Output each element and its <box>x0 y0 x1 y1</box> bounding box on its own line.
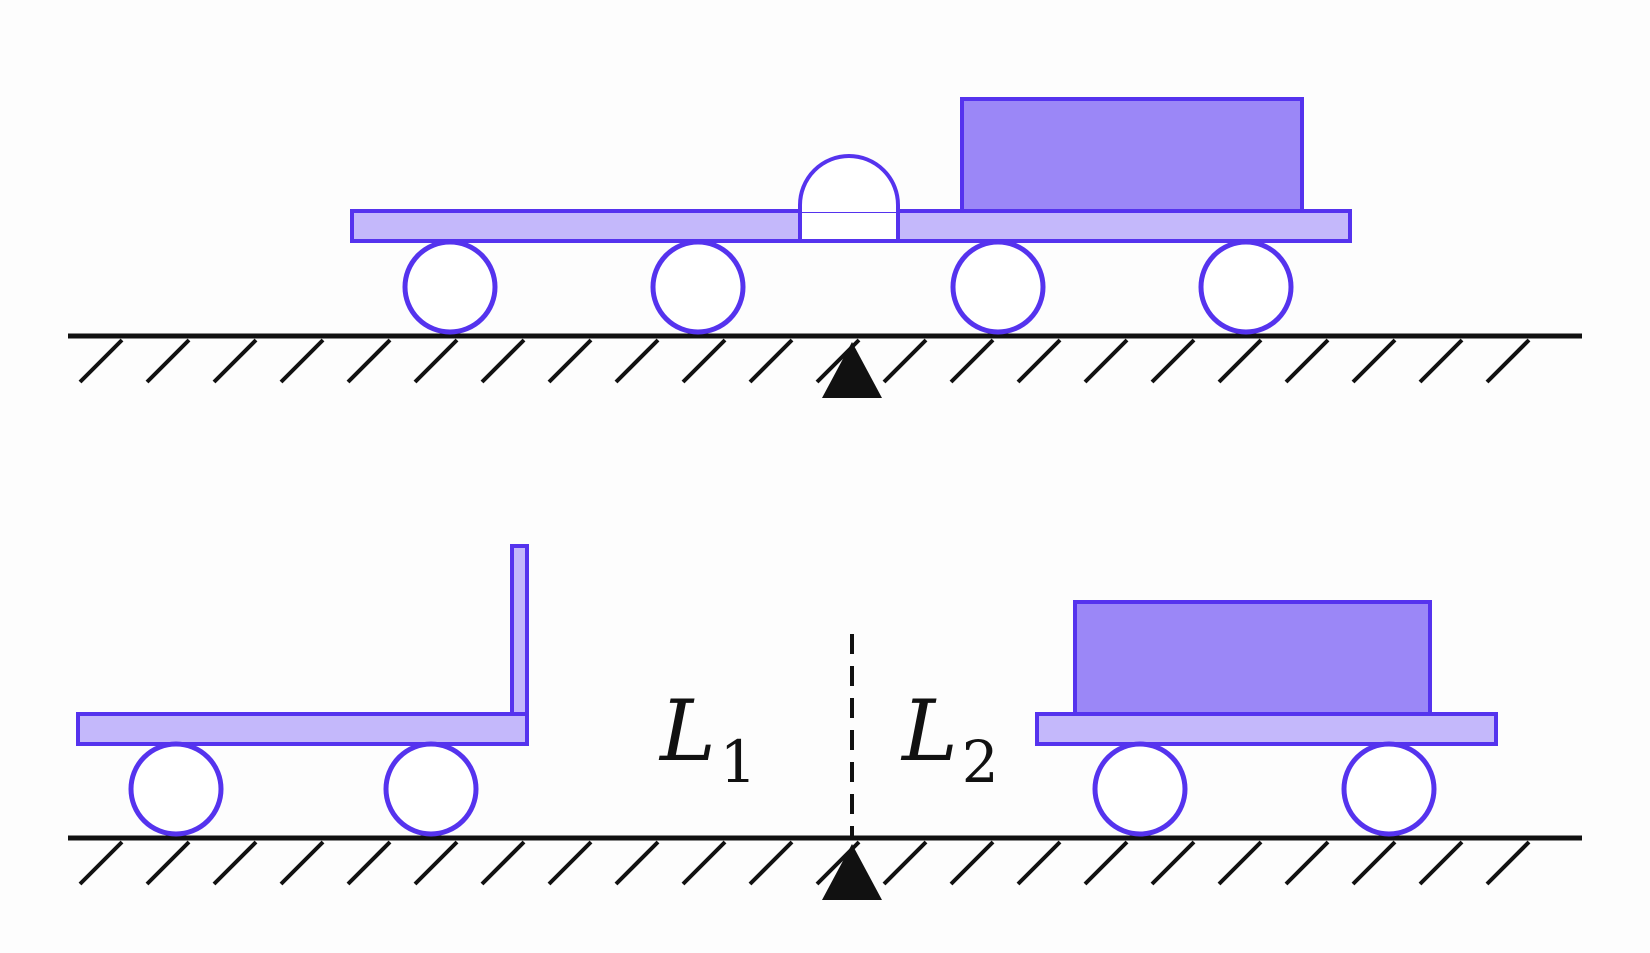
bottom-ground-hatching <box>78 840 1531 886</box>
label-l2: L2 <box>900 682 999 796</box>
bottom-ground-hatching-stroke-6 <box>413 840 459 886</box>
bottom-ground-hatching-stroke-18 <box>1217 840 1263 886</box>
label-l2-main: L <box>900 682 958 780</box>
top-ground-hatching-stroke-14 <box>949 338 995 384</box>
bottom-ground-hatching-stroke-20 <box>1351 840 1397 886</box>
bottom-ground-hatching-stroke-11 <box>748 840 794 886</box>
bottom-left-cart <box>76 544 529 837</box>
bottom-ground-hatching-stroke-13 <box>882 840 928 886</box>
coupling-gap <box>798 209 900 243</box>
top-ground-hatching-stroke-20 <box>1351 338 1397 384</box>
bottom-right-cart <box>1035 600 1498 837</box>
top-left-cart-wheel-2 <box>650 239 746 335</box>
top-ground-hatching-stroke-11 <box>748 338 794 384</box>
top-scene <box>68 97 1582 398</box>
coupling-dome <box>798 154 900 212</box>
top-ground-hatching-stroke-21 <box>1418 338 1464 384</box>
bottom-ground-hatching-stroke-8 <box>547 840 593 886</box>
top-left-cart <box>350 209 802 335</box>
bottom-ground-hatching-stroke-15 <box>1016 840 1062 886</box>
bottom-ground-hatching-stroke-1 <box>78 840 124 886</box>
bottom-ground-hatching-stroke-17 <box>1150 840 1196 886</box>
bottom-ground-hatching-stroke-5 <box>346 840 392 886</box>
bottom-ground-hatching-stroke-3 <box>212 840 258 886</box>
top-right-block <box>960 97 1304 213</box>
bottom-left-cart-wheel-2 <box>383 741 479 837</box>
top-ground-hatching-stroke-18 <box>1217 338 1263 384</box>
bottom-right-block <box>1073 600 1432 716</box>
top-reference-marker <box>822 342 882 398</box>
top-ground-hatching-stroke-15 <box>1016 338 1062 384</box>
top-ground-hatching-stroke-7 <box>480 338 526 384</box>
top-ground-hatching-stroke-4 <box>279 338 325 384</box>
top-right-cart-wheel-2 <box>1198 239 1294 335</box>
bottom-ground-hatching-stroke-19 <box>1284 840 1330 886</box>
bottom-left-cart-wheel-1 <box>128 741 224 837</box>
top-ground-hatching-stroke-8 <box>547 338 593 384</box>
bottom-right-cart-wheel-1 <box>1092 741 1188 837</box>
top-ground-hatching-stroke-3 <box>212 338 258 384</box>
label-l1-sub: 1 <box>720 728 757 796</box>
bottom-ground-hatching-stroke-2 <box>145 840 191 886</box>
top-ground <box>68 333 1582 384</box>
top-ground-hatching-stroke-9 <box>614 338 660 384</box>
label-l1: L1 <box>658 682 757 796</box>
top-ground-hatching-stroke-10 <box>681 338 727 384</box>
bottom-ground-hatching-stroke-14 <box>949 840 995 886</box>
bottom-ground <box>68 835 1582 886</box>
top-ground-hatching-stroke-17 <box>1150 338 1196 384</box>
bottom-ground-hatching-stroke-22 <box>1485 840 1531 886</box>
top-left-platform <box>350 209 802 243</box>
top-left-cart-wheel-1 <box>402 239 498 335</box>
bottom-left-platform <box>76 712 529 746</box>
bottom-ground-hatching-stroke-10 <box>681 840 727 886</box>
top-right-cart <box>896 97 1352 335</box>
top-ground-hatching <box>78 338 1531 384</box>
label-l1-main: L <box>658 682 716 780</box>
top-ground-hatching-stroke-1 <box>78 338 124 384</box>
bottom-scene: L1 L2 <box>68 544 1582 900</box>
top-ground-hatching-stroke-22 <box>1485 338 1531 384</box>
top-coupling <box>798 154 900 243</box>
label-l2-sub: 2 <box>962 728 999 796</box>
bottom-ground-hatching-stroke-7 <box>480 840 526 886</box>
bottom-ground-hatching-stroke-9 <box>614 840 660 886</box>
bottom-reference-marker <box>822 844 882 900</box>
top-ground-hatching-stroke-2 <box>145 338 191 384</box>
top-ground-hatching-stroke-6 <box>413 338 459 384</box>
bottom-right-platform <box>1035 712 1498 746</box>
top-ground-hatching-stroke-5 <box>346 338 392 384</box>
top-right-cart-wheel-1 <box>950 239 1046 335</box>
bottom-ground-hatching-stroke-16 <box>1083 840 1129 886</box>
top-ground-hatching-stroke-16 <box>1083 338 1129 384</box>
top-ground-hatching-stroke-13 <box>882 338 928 384</box>
bottom-left-post <box>510 544 529 716</box>
top-ground-hatching-stroke-19 <box>1284 338 1330 384</box>
bottom-ground-hatching-stroke-21 <box>1418 840 1464 886</box>
top-right-platform <box>896 209 1352 243</box>
bottom-right-cart-wheel-2 <box>1341 741 1437 837</box>
bottom-ground-hatching-stroke-4 <box>279 840 325 886</box>
